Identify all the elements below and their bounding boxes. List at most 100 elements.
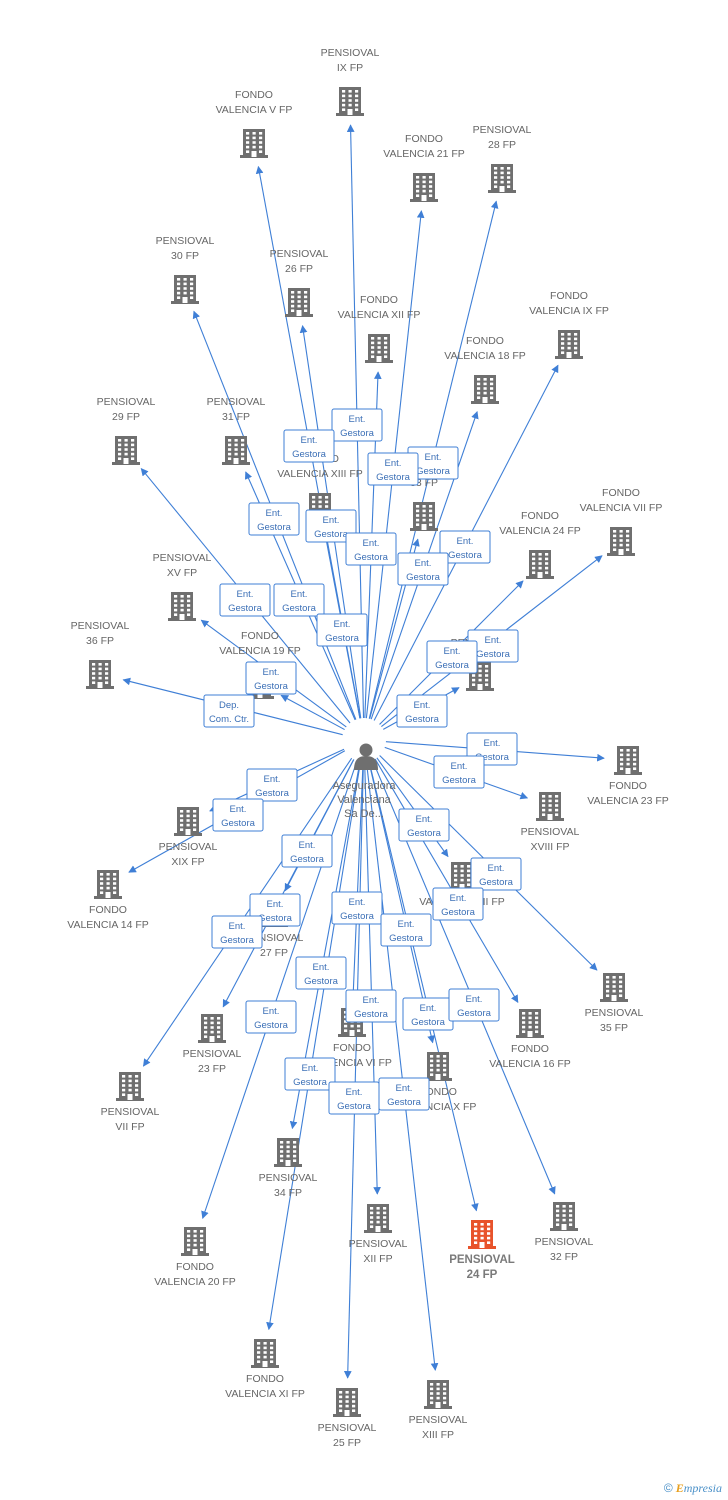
- relation-badge-pensioval-xviii-fp[interactable]: Ent. Gestora: [433, 755, 485, 789]
- badge-text-line: Gestora: [416, 466, 451, 477]
- brand-name[interactable]: mpresia: [683, 1481, 722, 1495]
- relation-badge-fondo-valencia-x-fp[interactable]: Ent.Gestora: [380, 913, 432, 947]
- relation-badge-fondo-valencia-viii-fp[interactable]: Ent.Gestora: [398, 808, 450, 842]
- relation-badge-fondo-valencia-19-fp[interactable]: Ent.Gestora: [245, 661, 297, 695]
- relation-badge-fondo-valencia-xii-fp[interactable]: Ent.Gestora: [367, 452, 419, 486]
- badge-text-line: Gestora: [442, 775, 477, 786]
- node-label-line: FONDO: [360, 294, 398, 306]
- node-label-line: PENSIOVAL: [585, 1007, 644, 1019]
- relation-badge-pensioval-32-fp[interactable]: Ent.Gestora: [448, 988, 500, 1022]
- building-icon: [364, 1204, 392, 1233]
- node-label-line: VALENCIA 24 FP: [499, 525, 581, 537]
- relation-badge-fondo-valencia-24-fp[interactable]: Ent.Gestora: [426, 640, 478, 674]
- node-pensioval-32-fp[interactable]: PENSIOVAL 32 FP: [535, 1202, 594, 1263]
- relation-badge-pensioval-33-fp[interactable]: Ent.Gestora: [397, 552, 449, 586]
- badge-text-line: Ent.: [415, 558, 432, 569]
- node-label-line: 32 FP: [550, 1251, 578, 1263]
- relation-badge-pensioval-xii-fp[interactable]: Ent.Gestora: [345, 989, 397, 1023]
- relation-badge-fondo-valencia-xi-fp[interactable]: Ent.Gestora: [284, 1057, 336, 1091]
- brand-initial: E: [675, 1481, 684, 1495]
- badge-text-line: Ent.: [385, 458, 402, 469]
- node-label-line: FONDO: [235, 89, 273, 101]
- relation-badge-fondo-valencia-16-fp[interactable]: Ent.Gestora: [432, 887, 484, 921]
- relation-badge-fondo-valencia-vi-fp[interactable]: Ent.Gestora: [331, 891, 383, 925]
- badge-text-line: Gestora: [258, 913, 293, 924]
- node-label-line: PENSIOVAL: [101, 1106, 160, 1118]
- edge-pensioval-23-fp: [222, 759, 355, 1008]
- badge-text-line: Ent.: [229, 921, 246, 932]
- relation-badge-pensioval-26-fp[interactable]: Ent.Gestora: [305, 509, 357, 543]
- relation-badge-pensioval-36-fp[interactable]: Dep.Com. Ctr.: [203, 694, 255, 728]
- building-icon: [614, 746, 642, 775]
- relation-badge-fondo-valencia-20-fp[interactable]: Ent.Gestora: [245, 1000, 297, 1034]
- node-label-line: VALENCIA XIII FP: [277, 468, 363, 480]
- node-label-line: PENSIOVAL: [259, 1172, 318, 1184]
- relation-badge-pensioval-29-fp[interactable]: Ent.Gestora: [219, 583, 271, 617]
- relation-badge-pensioval-24-fp[interactable]: Ent.Gestora: [402, 997, 454, 1031]
- node-label-line: XV FP: [167, 567, 197, 579]
- badge-text-line: Ent.: [451, 761, 468, 772]
- relation-badge-fondo-valencia-xiii-fp[interactable]: Ent.Gestora: [345, 532, 397, 566]
- badge-text-line: Ent.: [450, 893, 467, 904]
- relation-badge-pensioval-35-fp[interactable]: Ent.Gestora: [470, 857, 522, 891]
- relation-badge-pensioval-25-fp[interactable]: Ent.Gestora: [328, 1081, 380, 1115]
- relation-badge-pensioval-xv-fp[interactable]: Ent.Gestora: [316, 613, 368, 647]
- node-label-line: PENSIOVAL: [535, 1236, 594, 1248]
- node-label-line: VALENCIA VII FP: [580, 502, 663, 514]
- node-label-line: VALENCIA 14 FP: [67, 919, 149, 931]
- building-icon: [333, 1388, 361, 1417]
- node-label-line: 27 FP: [260, 947, 288, 959]
- relation-badge-fondo-valencia-v-fp[interactable]: Ent.Gestora: [283, 429, 335, 463]
- relation-badge-pensioval-30-fp[interactable]: Ent.Gestora: [248, 502, 300, 536]
- badge-text-line: Ent.: [267, 899, 284, 910]
- relation-badge-pensioval-ix-fp[interactable]: Ent.Gestora: [331, 408, 383, 442]
- relation-badge-pensioval-31-fp[interactable]: Ent.Gestora: [273, 583, 325, 617]
- relation-badge-pensioval-34-fp[interactable]: Ent.Gestora: [295, 956, 347, 990]
- node-label-line: VALENCIA 18 FP: [444, 350, 526, 362]
- node-label-line: FONDO: [609, 780, 647, 792]
- relation-badge-fondo-valencia-14-fp[interactable]: Ent.Gestora: [212, 798, 264, 832]
- relation-badge-pensioval-xiii-fp[interactable]: Ent.Gestora: [378, 1077, 430, 1111]
- relation-badge-pensioval-right[interactable]: Ent.Gestora: [396, 694, 448, 728]
- relation-badge-pensioval-vii-fp[interactable]: Ent.Gestora: [211, 915, 263, 949]
- relation-badge-pensioval-xix-fp[interactable]: Ent.Gestora: [246, 768, 298, 802]
- relation-badge-pensioval-27-fp[interactable]: Ent.Gestora: [281, 834, 333, 868]
- center-node[interactable]: Aseguradora Valenciana Sa De...: [333, 743, 397, 821]
- node-label-line: VALENCIA 21 FP: [383, 148, 465, 160]
- node-label-line: 23 FP: [198, 1063, 226, 1075]
- relation-badge-fondo-valencia-ix-fp[interactable]: Ent.Gestora: [439, 530, 491, 564]
- edge-fondo-valencia-16-fp: [374, 758, 519, 1003]
- building-icon: [222, 436, 250, 465]
